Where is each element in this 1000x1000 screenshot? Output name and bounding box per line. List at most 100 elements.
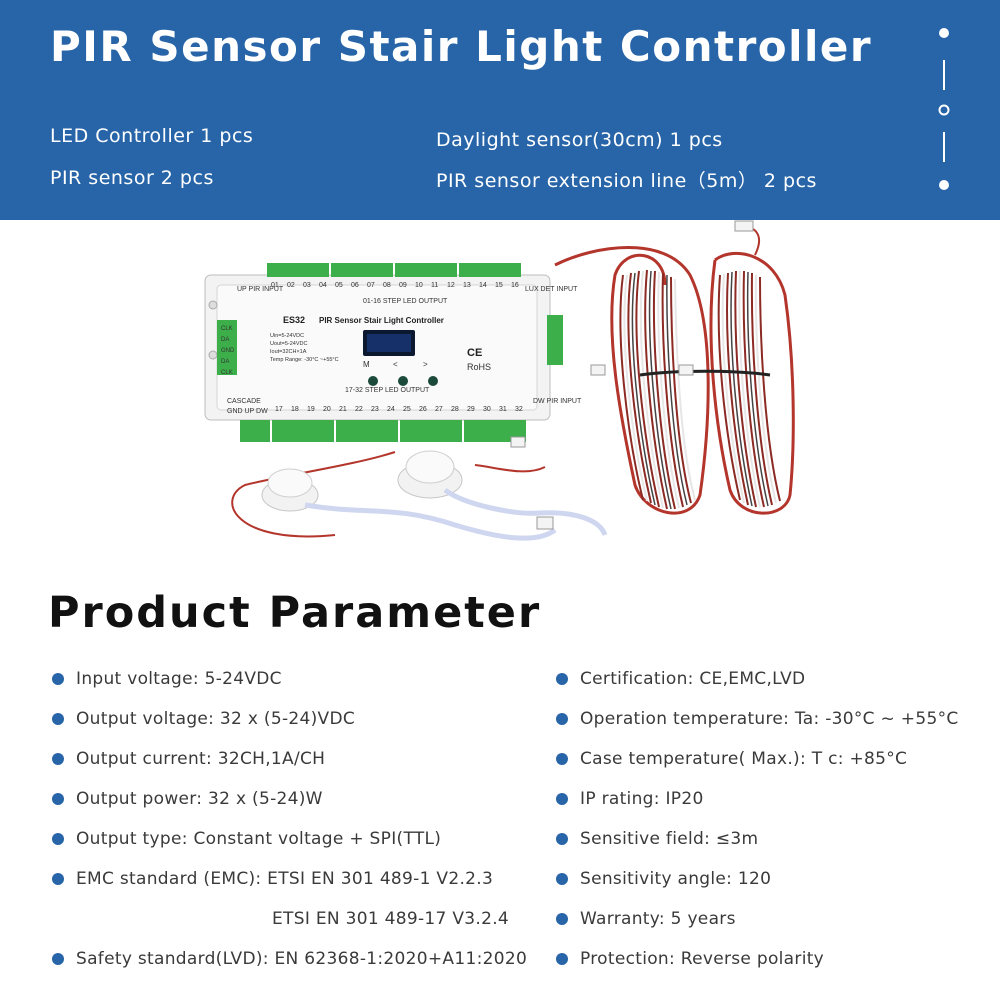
channel-label: 06 bbox=[351, 282, 359, 289]
led-controller: UP PIR INPUT LUX DET INPUT DW PIR INPUT … bbox=[204, 263, 582, 442]
channel-label: 26 bbox=[419, 406, 427, 413]
spi-pin-label: DA bbox=[221, 337, 229, 343]
channel-label: 30 bbox=[483, 406, 491, 413]
channel-label: 02 bbox=[287, 282, 295, 289]
channel-label: 32 bbox=[515, 406, 523, 413]
channel-label: 21 bbox=[339, 406, 347, 413]
spi-pin-label: DA bbox=[221, 359, 229, 365]
bullet-icon bbox=[52, 713, 64, 725]
parameter-text: Protection: Reverse polarity bbox=[580, 949, 825, 969]
channel-label: 01 bbox=[271, 282, 279, 289]
channel-label: 22 bbox=[355, 406, 363, 413]
bullet-icon bbox=[52, 793, 64, 805]
bottom-channel-labels: 17 18 19 20 21 22 23 24 25 26 27 28 29 30 31 32 bbox=[275, 406, 523, 413]
parameter-text: Case temperature( Max.): T c: +85°C bbox=[580, 749, 908, 769]
channel-label: 31 bbox=[499, 406, 507, 413]
channel-label: 24 bbox=[387, 406, 395, 413]
device-button bbox=[428, 376, 438, 386]
channel-label: 04 bbox=[319, 282, 327, 289]
rohs-mark: RoHS bbox=[467, 362, 491, 372]
spi-pin-label: CLK bbox=[221, 370, 233, 376]
label-step-output-bottom: 17-32 STEP LED OUTPUT bbox=[345, 387, 430, 394]
parameter-text: IP rating: IP20 bbox=[580, 789, 704, 809]
bullet-icon bbox=[556, 833, 568, 845]
channel-label: 29 bbox=[467, 406, 475, 413]
header-banner: PIR Sensor Stair Light Controller LED Co… bbox=[0, 0, 1000, 220]
parameter-text: Output current: 32CH,1A/CH bbox=[76, 749, 326, 769]
channel-label: 17 bbox=[275, 406, 283, 413]
channel-label: 09 bbox=[399, 282, 407, 289]
spec-line: Temp Range: -30°C ~+55°C bbox=[270, 357, 339, 363]
channel-label: 25 bbox=[403, 406, 411, 413]
channel-label: 20 bbox=[323, 406, 331, 413]
channel-label: 08 bbox=[383, 282, 391, 289]
device-buttons: M<> bbox=[363, 360, 438, 386]
bullet-icon bbox=[556, 953, 568, 965]
bullet-icon bbox=[52, 673, 64, 685]
parameter-text: Output power: 32 x (5-24)W bbox=[76, 789, 323, 809]
bullet-icon bbox=[556, 753, 568, 765]
bullet-icon bbox=[556, 713, 568, 725]
channel-label: 05 bbox=[335, 282, 343, 289]
package-item-daylight-sensor: Daylight sensor(30cm) 1 pcs bbox=[436, 129, 723, 151]
spi-pin-label: GND bbox=[221, 348, 235, 354]
channel-label: 16 bbox=[511, 282, 519, 289]
channel-label: 27 bbox=[435, 406, 443, 413]
device-button bbox=[368, 376, 378, 386]
channel-label: 23 bbox=[371, 406, 379, 413]
channel-label: 13 bbox=[463, 282, 471, 289]
channel-label: 10 bbox=[415, 282, 423, 289]
channel-label: 14 bbox=[479, 282, 487, 289]
label-lux-det: LUX DET INPUT bbox=[525, 286, 578, 293]
parameter-text: Sensitive field: ≤3m bbox=[580, 829, 759, 849]
bullet-icon bbox=[556, 873, 568, 885]
spec-line: Iout=32CH×1A bbox=[270, 349, 307, 355]
channel-label: 03 bbox=[303, 282, 311, 289]
page-title: PIR Sensor Stair Light Controller bbox=[50, 22, 873, 71]
channel-label: 07 bbox=[367, 282, 375, 289]
parameter-text: Certification: CE,EMC,LVD bbox=[580, 669, 806, 689]
channel-label: 28 bbox=[451, 406, 459, 413]
spi-pin-labels: CLK DA GND DA CLK bbox=[221, 326, 235, 376]
parameter-continuation: ETSI EN 301 489-17 V3.2.4 bbox=[272, 909, 510, 929]
label-step-output-top: 01-16 STEP LED OUTPUT bbox=[363, 298, 448, 305]
parameter-text: Output voltage: 32 x (5-24)VDC bbox=[76, 709, 356, 729]
label-cascade: CASCADE bbox=[227, 398, 261, 405]
parameter-text: Sensitivity angle: 120 bbox=[580, 869, 772, 889]
bullet-icon bbox=[556, 673, 568, 685]
package-item-pir-sensor: PIR sensor 2 pcs bbox=[50, 167, 214, 189]
section-title: Product Parameter bbox=[48, 588, 542, 638]
pir-sensors bbox=[231, 436, 608, 541]
parameter-text: Safety standard(LVD): EN 62368-1:2020+A1… bbox=[76, 949, 528, 969]
bullet-icon bbox=[52, 873, 64, 885]
spec-line: Uin=5-24VDC bbox=[270, 333, 304, 339]
decorative-dots-icon bbox=[938, 28, 950, 190]
bullet-icon bbox=[556, 913, 568, 925]
extension-cable-coils bbox=[554, 220, 795, 515]
parameter-text: Output type: Constant voltage + SPI(TTL) bbox=[76, 829, 442, 849]
channel-label: 19 bbox=[307, 406, 315, 413]
label-up-pir: UP PIR INPUT bbox=[237, 286, 284, 293]
package-item-controller: LED Controller 1 pcs bbox=[50, 125, 254, 147]
channel-label: 18 bbox=[291, 406, 299, 413]
device-name: PIR Sensor Stair Light Controller bbox=[319, 316, 444, 325]
device-button bbox=[398, 376, 408, 386]
parameter-text: Operation temperature: Ta: -30°C ~ +55°C bbox=[580, 709, 959, 729]
channel-label: 12 bbox=[447, 282, 455, 289]
device-button-label: < bbox=[393, 360, 398, 369]
spi-pin-label: CLK bbox=[221, 326, 233, 332]
parameter-text: EMC standard (EMC): ETSI EN 301 489-1 V2… bbox=[76, 869, 494, 889]
parameter-text: Warranty: 5 years bbox=[580, 909, 736, 929]
device-model: ES32 bbox=[283, 315, 305, 325]
bullet-icon bbox=[52, 953, 64, 965]
device-button-label: M bbox=[363, 360, 370, 369]
ce-mark: CE bbox=[467, 347, 482, 359]
label-cascade-pins: GND UP DW bbox=[227, 408, 268, 415]
product-photo: UP PIR INPUT LUX DET INPUT DW PIR INPUT … bbox=[204, 220, 795, 541]
label-dw-pir: DW PIR INPUT bbox=[533, 398, 582, 405]
bullet-icon bbox=[52, 833, 64, 845]
parameter-text: Input voltage: 5-24VDC bbox=[76, 669, 282, 689]
bullet-icon bbox=[556, 793, 568, 805]
channel-label: 15 bbox=[495, 282, 503, 289]
